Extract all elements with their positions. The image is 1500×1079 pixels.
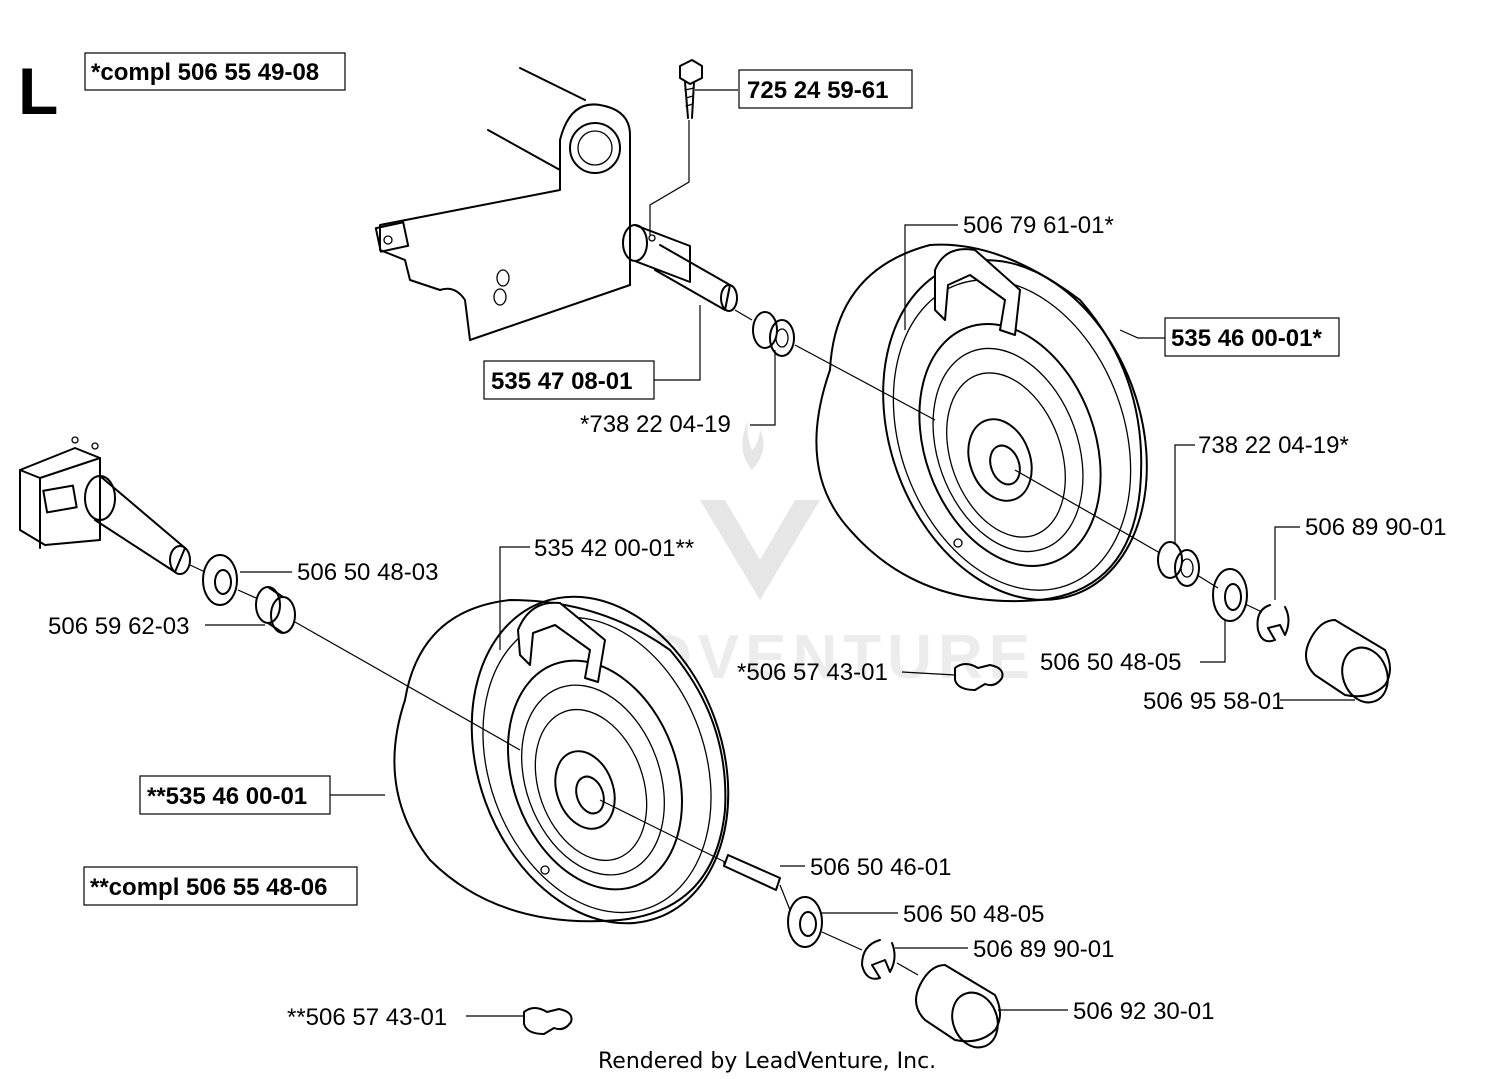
clip-top-part [1256,604,1290,643]
washer-left-part [202,554,238,606]
callout-wheel-bottom-label: **535 46 00-01 [147,783,307,810]
callout-washer-left: 506 50 48-03 [297,559,438,586]
wheel-top-part [815,243,1148,603]
bolt-part [679,59,703,119]
callout-bottom-compl: **compl 506 55 48-06 [83,866,358,906]
callout-cap-top: 506 95 58-01 [1143,688,1284,715]
callout-clip-top: 506 89 90-01 [1305,514,1446,541]
callout-valve-bottom: **506 57 43-01 [287,1004,447,1031]
section-letter: L [18,54,58,128]
callout-bottom-compl-label: **compl 506 55 48-06 [90,874,327,901]
spacer-left-part [255,586,296,634]
center-lines [189,309,1263,976]
callout-top-compl-label: *compl 506 55 49-08 [91,59,319,86]
axle-left-part [19,436,191,575]
washer-top-part [1212,568,1248,622]
callout-bolt-label: 725 24 59-61 [747,77,888,104]
callout-bolt: 725 24 59-61 [738,69,913,109]
leader-lines [205,89,1355,1017]
bracket-part [374,67,738,341]
wheel-bottom-part [393,595,730,925]
callout-washer-bottom: 506 50 48-05 [903,901,1044,928]
bearing-top-inner-part [752,311,795,357]
callout-cap-bottom: 506 92 30-01 [1073,998,1214,1025]
callout-axle-top-label: 535 47 08-01 [491,368,632,395]
callout-bearing-top-inner: *738 22 04-19 [580,411,731,438]
callout-clip-bottom: 506 89 90-01 [973,936,1114,963]
callout-rim-top: 506 79 61-01* [963,212,1114,239]
valve-bottom-part [523,1007,573,1035]
cap-bottom-part [915,964,1001,1049]
bearing-top-outer-part [1157,541,1200,587]
washer-bottom-part [787,896,823,948]
callout-valve-top: *506 57 43-01 [737,659,888,686]
callout-wheel-bottom: **535 46 00-01 [139,775,331,815]
callout-spacer-left: 506 59 62-03 [48,613,189,640]
callout-axle-top: 535 47 08-01 [483,360,655,400]
callout-wheel-top-label: 535 46 00-01* [1171,325,1322,352]
key-bottom-part [723,854,781,891]
callout-key-bottom: 506 50 46-01 [810,854,951,881]
valve-top-part [954,663,1004,691]
callout-bearing-top-outer: 738 22 04-19* [1198,432,1349,459]
callout-rim-bottom: 535 42 00-01** [534,535,694,562]
cap-top-part [1305,619,1391,704]
footer-credit: Rendered by LeadVenture, Inc. [598,1049,936,1074]
callout-wheel-top: 535 46 00-01* [1164,317,1340,357]
callout-washer-top: 506 50 48-05 [1040,649,1181,676]
clip-bottom-part [861,939,896,980]
callout-top-compl: *compl 506 55 49-08 [84,52,346,91]
